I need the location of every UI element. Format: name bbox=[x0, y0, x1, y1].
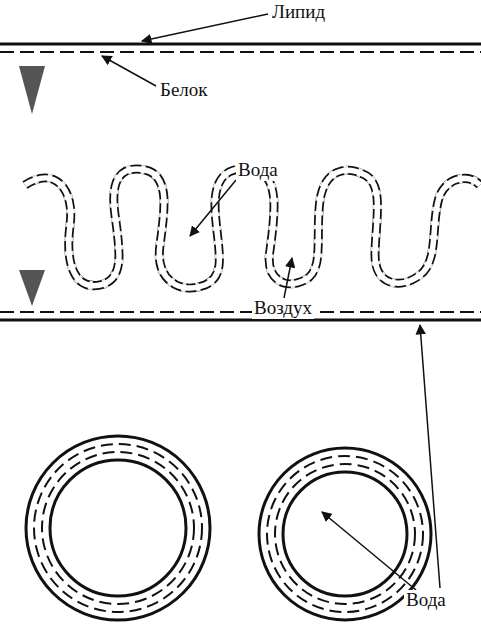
lipid-layer bbox=[0, 43, 481, 46]
bubble bbox=[26, 436, 210, 620]
step-arrow bbox=[19, 270, 45, 306]
part-label: Вода bbox=[236, 160, 280, 181]
part-label: Липид bbox=[270, 2, 327, 23]
part-label: Вода bbox=[404, 590, 448, 611]
protein-layer bbox=[0, 51, 481, 53]
step-arrow bbox=[19, 66, 45, 114]
part-label: Воздух bbox=[252, 298, 314, 319]
leader-line bbox=[102, 14, 440, 590]
part-label: Белок bbox=[158, 80, 210, 101]
protein-layer bbox=[0, 311, 481, 313]
lipid-layer bbox=[0, 319, 481, 322]
folded-film bbox=[25, 169, 480, 288]
